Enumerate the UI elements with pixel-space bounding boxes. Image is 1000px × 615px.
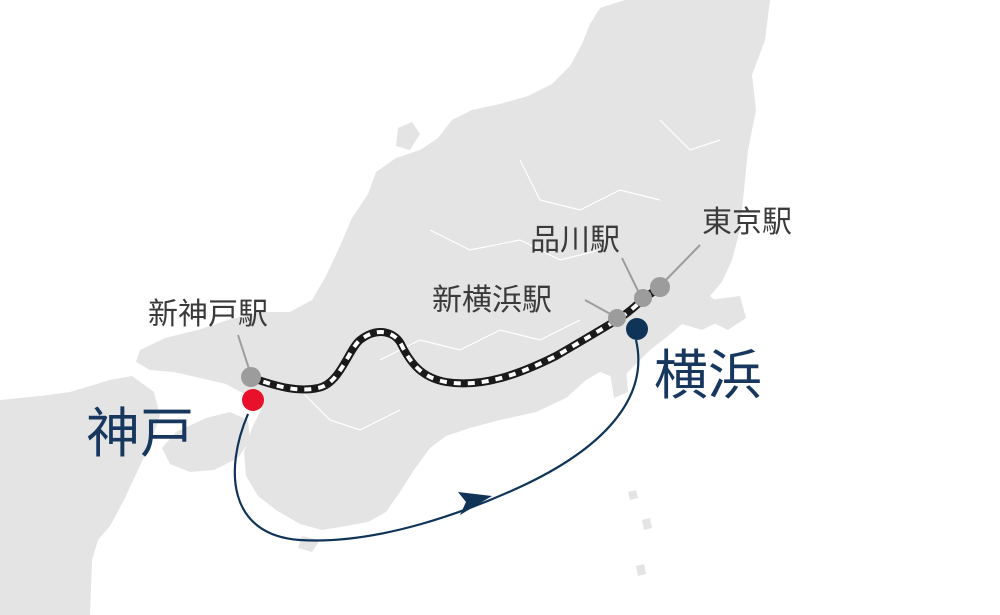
origin-city-dot <box>242 389 264 411</box>
station-dot-shin-yokohama <box>608 309 626 327</box>
leader-line-tokyo <box>663 244 701 283</box>
rail-route-dash <box>249 286 661 392</box>
station-dots <box>241 277 670 387</box>
station-label-shin-kobe: 新神戸駅 <box>148 297 268 332</box>
destination-city-label: 横浜 <box>654 344 762 407</box>
origin-city-label: 神戸 <box>86 402 194 465</box>
station-label-shinagawa: 品川駅 <box>530 223 620 258</box>
rail-route <box>246 284 664 394</box>
sea-route-line <box>233 339 640 542</box>
japan-landmass <box>0 0 770 615</box>
station-dot-shinagawa <box>634 289 652 307</box>
station-dot-tokyo <box>650 277 670 297</box>
station-label-tokyo: 東京駅 <box>702 205 792 240</box>
leader-line-shinagawa <box>621 257 641 296</box>
station-label-shin-yokohama: 新横浜駅 <box>432 283 552 318</box>
destination-city-dot <box>626 318 648 340</box>
leader-line-shin-kobe <box>237 334 251 373</box>
sea-route <box>233 339 640 542</box>
leader-line-shin-yokohama <box>584 299 615 317</box>
station-dot-shin-kobe <box>241 367 261 387</box>
sea-route-arrow-icon <box>458 492 492 515</box>
leader-lines <box>237 244 701 373</box>
